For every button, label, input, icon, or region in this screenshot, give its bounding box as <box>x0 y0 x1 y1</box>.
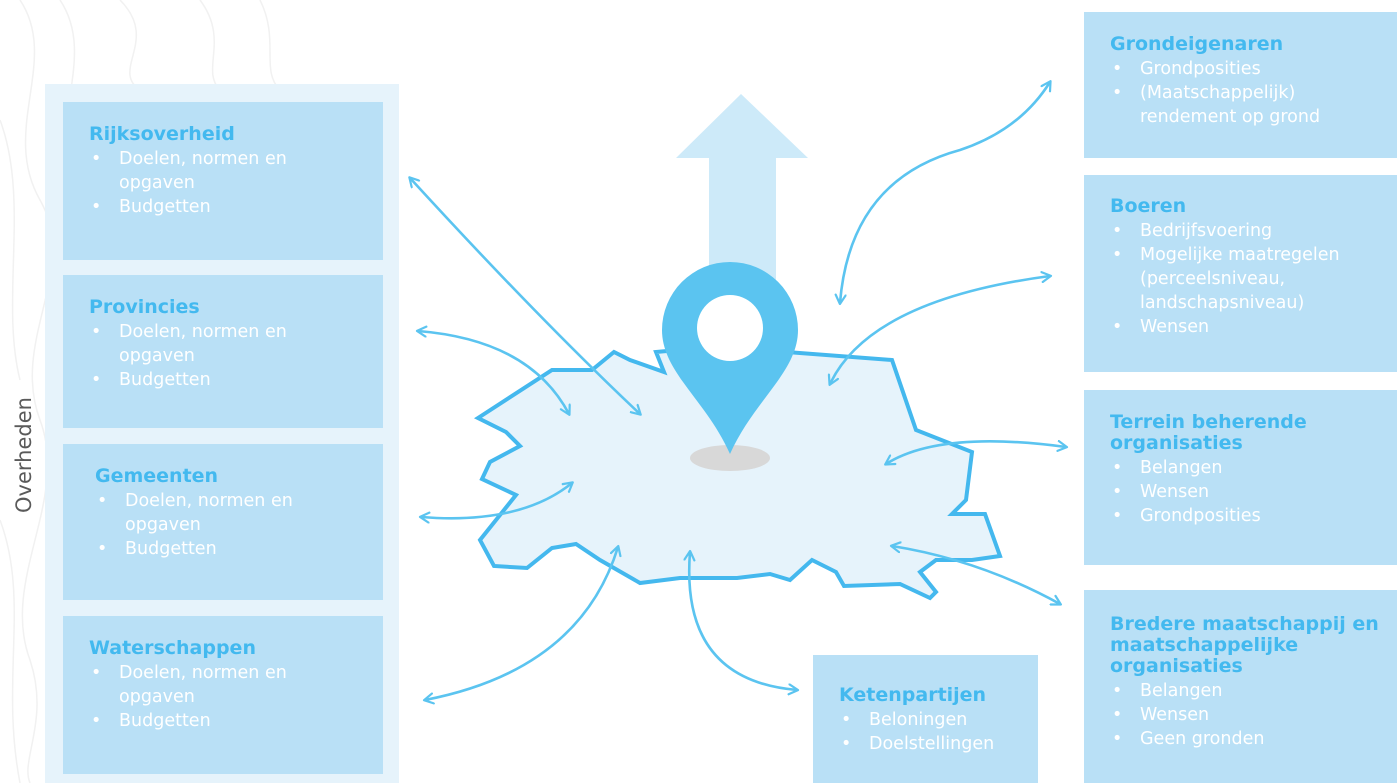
box-waterschappen: Waterschappen Doelen, normen en opgaven … <box>63 616 383 774</box>
double-headed-arrow-icon <box>410 178 640 414</box>
box-rijksoverheid: Rijksoverheid Doelen, normen en opgaven … <box>63 102 383 260</box>
double-headed-arrow-icon <box>689 552 797 690</box>
double-headed-arrow-icon <box>421 483 572 518</box>
double-headed-arrow-icon <box>892 546 1060 604</box>
double-headed-arrow-icon <box>425 547 618 700</box>
double-headed-arrow-icon <box>830 276 1050 384</box>
box-item: Doelen, normen en opgaven <box>89 320 324 368</box>
box-item: Budgetten <box>95 537 363 561</box>
box-item: Grondposities <box>1110 57 1377 81</box>
double-headed-arrow-icon <box>886 441 1066 464</box>
box-provincies: Provincies Doelen, normen en opgaven Bud… <box>63 275 383 428</box>
box-item: Doelen, normen en opgaven <box>89 147 324 195</box>
box-grondeigenaren: Grondeigenaren Grondposities (Maatschapp… <box>1084 12 1397 158</box>
up-arrow-icon <box>676 94 808 300</box>
box-item: Wensen <box>1110 315 1377 339</box>
box-title: Ketenpartijen <box>839 684 987 706</box>
arrows-group <box>410 82 1066 700</box>
location-pin-icon <box>662 262 798 454</box>
box-bredere-maatschappij: Bredere maatschappij en maatschappelijke… <box>1084 590 1397 783</box>
box-terrein-beherende-organisaties: Terrein beherende organisaties Belangen … <box>1084 390 1397 565</box>
box-title: Gemeenten <box>95 465 219 487</box>
box-item: Wensen <box>1110 480 1377 504</box>
box-gemeenten: Gemeenten Doelen, normen en opgaven Budg… <box>63 444 383 600</box>
box-item: Beloningen <box>839 708 1018 732</box>
box-item: Belangen <box>1110 456 1377 480</box>
pin-shadow <box>690 445 770 471</box>
box-item: Doelen, normen en opgaven <box>89 661 324 709</box>
box-item: Budgetten <box>89 709 363 733</box>
box-item: Geen gronden <box>1110 727 1377 751</box>
box-title: Boeren <box>1110 195 1187 217</box>
box-item: Bedrijfsvoering <box>1110 219 1377 243</box>
box-title: Terrein beherende organisaties <box>1110 411 1307 454</box>
box-title: Provincies <box>89 296 200 318</box>
box-item: Wensen <box>1110 703 1377 727</box>
box-item: Budgetten <box>89 368 363 392</box>
box-item: Grondposities <box>1110 504 1377 528</box>
box-title: Grondeigenaren <box>1110 33 1284 55</box>
box-ketenpartijen: Ketenpartijen Beloningen Doelstellingen <box>813 655 1038 783</box>
box-title: Bredere maatschappij en maatschappelijke… <box>1110 613 1379 677</box>
box-title: Rijksoverheid <box>89 123 235 145</box>
box-boeren: Boeren Bedrijfsvoering Mogelijke maatreg… <box>1084 175 1397 372</box>
box-title: Waterschappen <box>89 637 256 659</box>
double-headed-arrow-icon <box>840 82 1050 303</box>
box-item: Mogelijke maatregelen (perceelsniveau, l… <box>1110 243 1397 315</box>
box-item: Doelstellingen <box>839 732 1018 756</box>
box-item: Doelen, normen en opgaven <box>95 489 330 537</box>
double-headed-arrow-icon <box>418 331 569 414</box>
box-item: Budgetten <box>89 195 363 219</box>
box-item: Belangen <box>1110 679 1377 703</box>
box-item: (Maatschappelijk) rendement op grond <box>1110 81 1370 129</box>
